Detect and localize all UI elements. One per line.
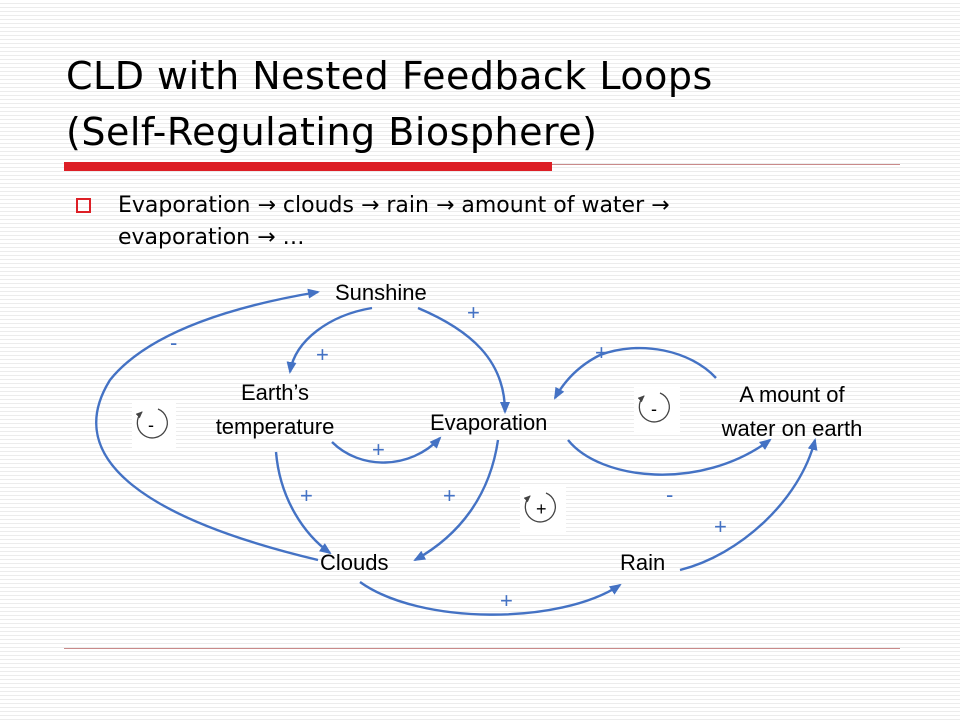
node-clouds: Clouds [320, 550, 388, 575]
bullet-line-2: evaporation → … [118, 225, 305, 250]
loop-polarity-water: - [651, 399, 657, 419]
node-earth-temperature-line2: temperature [216, 414, 335, 439]
node-earth-temperature-line1: Earth’s [241, 380, 309, 405]
bullet-text: Evaporation → clouds → rain → amount of … [118, 190, 858, 254]
slide-title: CLD with Nested Feedback Loops (Self-Reg… [66, 48, 926, 160]
link-water-to-evaporation [553, 346, 717, 400]
hollow-square-bullet-icon [76, 198, 91, 213]
loop-indicator-outer: - [132, 402, 176, 448]
loop-polarity-center: + [536, 499, 547, 519]
node-evaporation: Evaporation [430, 410, 547, 435]
loop-polarity-outer: - [148, 415, 154, 435]
link-rain-to-water [679, 438, 818, 572]
sign-sunshine-to-evaporation: + [467, 300, 480, 325]
link-evaporation-to-clouds [413, 439, 500, 562]
node-sunshine: Sunshine [335, 280, 427, 305]
sign-evaporation-to-water: - [666, 482, 673, 507]
link-temperature-to-clouds [274, 451, 332, 555]
loop-indicator-water: - [634, 386, 680, 432]
title-line-2: (Self-Regulating Biosphere) [66, 110, 598, 154]
sign-clouds-to-sunshine: - [170, 330, 177, 355]
loop-indicator-center: + [520, 486, 566, 532]
link-clouds-to-sunshine [95, 288, 320, 562]
sign-evaporation-to-clouds: + [443, 483, 456, 508]
sign-temperature-to-clouds: + [300, 483, 313, 508]
link-sunshine-to-evaporation [417, 306, 510, 414]
link-temperature-to-evaporation [331, 436, 442, 464]
sign-temperature-to-evaporation: + [372, 437, 385, 462]
title-line-1: CLD with Nested Feedback Loops [66, 54, 713, 98]
link-sunshine-to-temperature [286, 306, 373, 374]
link-clouds-to-rain [359, 581, 622, 616]
node-rain: Rain [620, 550, 665, 575]
sign-clouds-to-rain: + [500, 588, 513, 613]
link-evaporation-to-water [567, 438, 772, 476]
node-water-line2: water on earth [721, 416, 863, 441]
sign-sunshine-to-temperature: + [316, 342, 329, 367]
node-water-line1: A mount of [739, 382, 845, 407]
sign-rain-to-water: + [714, 514, 727, 539]
title-accent-bar [64, 162, 552, 171]
sign-water-to-evaporation: + [595, 340, 608, 365]
bullet-line-1: Evaporation → clouds → rain → amount of … [118, 193, 670, 218]
footer-rule [64, 648, 900, 649]
